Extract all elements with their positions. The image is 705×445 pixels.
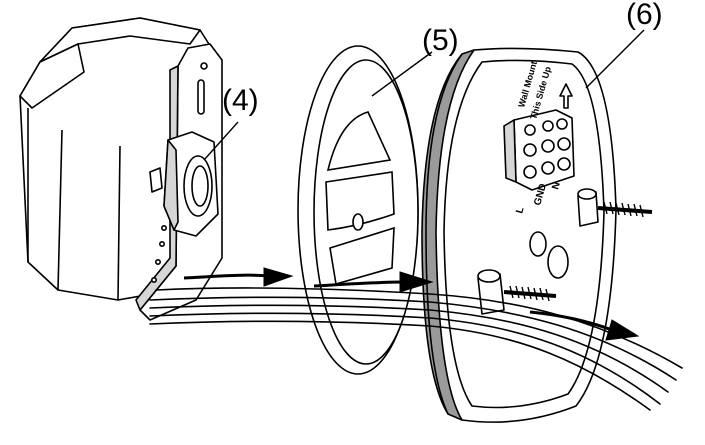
cable-bundle (149, 287, 683, 411)
callout-part-6: (6) (626, 0, 663, 31)
callout-part-4: (4) (222, 84, 259, 117)
insertion-arrows (183, 267, 640, 341)
leader-lines (203, 29, 645, 161)
pin-label-n: N (550, 181, 563, 191)
pin-label-l: L (514, 206, 526, 215)
callout-part-5: (5) (422, 24, 459, 57)
mounting-screws (503, 201, 653, 302)
cable-gland (163, 131, 219, 237)
